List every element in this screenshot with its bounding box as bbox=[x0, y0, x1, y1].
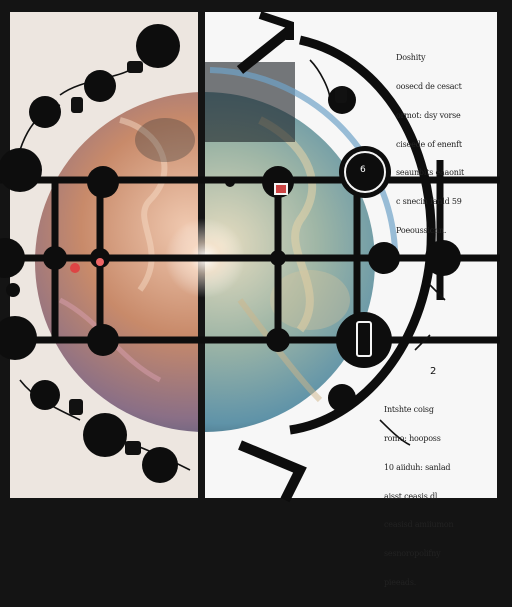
text-top-line-5: seaunbits eaaonit bbox=[396, 168, 465, 178]
text-bottom-line-5: ceasisd amiiumon bbox=[384, 520, 454, 530]
text-bottom-line-6: sesnoropolifny bbox=[384, 549, 441, 559]
diagram-frame: Doshity oosecd de cesact ormot: dsy vors… bbox=[0, 12, 497, 587]
node-top-left bbox=[136, 24, 180, 68]
text-block-bottom: Intshte coisg romo: hooposs 10 aiiduh: s… bbox=[384, 386, 454, 607]
node-digit-label: 2 bbox=[430, 366, 437, 377]
text-bottom-line-2: romo: hooposs bbox=[384, 433, 441, 443]
text-bottom-line-4: aisst ceasis dl bbox=[384, 491, 438, 501]
node-six bbox=[339, 146, 391, 198]
text-top-line-4: ciseede of enenft bbox=[396, 139, 462, 149]
text-top-line-6: c snecin fanld 59 bbox=[396, 197, 462, 207]
node-six-label: 6 bbox=[360, 165, 366, 175]
text-bottom-line-7: pieeads. bbox=[384, 577, 417, 587]
text-bottom-line-1: Intshte coisg bbox=[384, 405, 434, 415]
text-top-line-7: Poeoussicnn. bbox=[396, 225, 447, 235]
text-top-line-1: Doshity bbox=[396, 53, 426, 63]
text-bottom-line-3: 10 aiiduh: sanlad bbox=[384, 462, 451, 472]
nodes bbox=[0, 24, 461, 483]
glyph-icons bbox=[69, 61, 347, 455]
text-top-line-3: ormot: dsy vorse bbox=[396, 110, 461, 120]
text-block-top: Doshity oosecd de cesact ormot: dsy vors… bbox=[396, 34, 464, 255]
diagram-art bbox=[0, 24, 461, 483]
orbit-arc bbox=[209, 67, 398, 251]
text-top-line-2: oosecd de cesact bbox=[396, 81, 462, 91]
node-rect bbox=[336, 312, 392, 368]
